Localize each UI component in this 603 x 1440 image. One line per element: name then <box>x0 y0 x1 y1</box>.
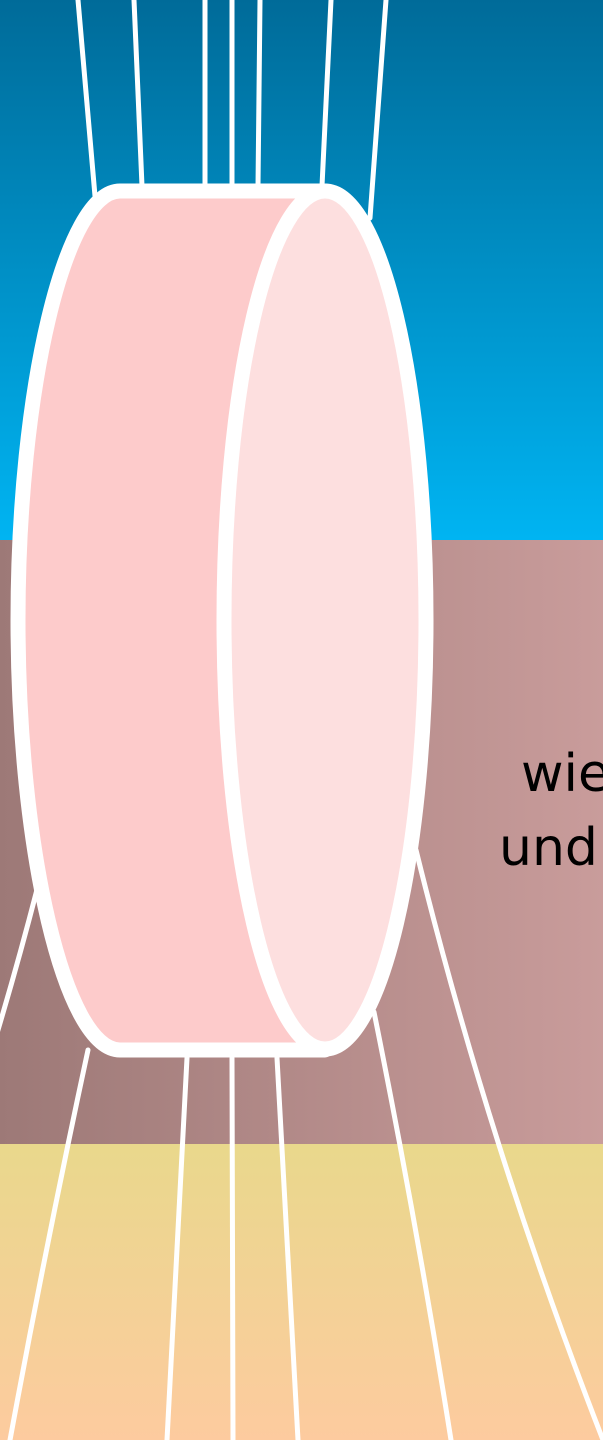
disk-face <box>224 191 426 1049</box>
field-line-top-5 <box>258 0 260 186</box>
cylinder-disk <box>18 191 426 1050</box>
label-line-2: und <box>499 822 603 874</box>
field-line-bottom-3 <box>232 1058 233 1440</box>
label-line-1: wie <box>521 748 603 800</box>
